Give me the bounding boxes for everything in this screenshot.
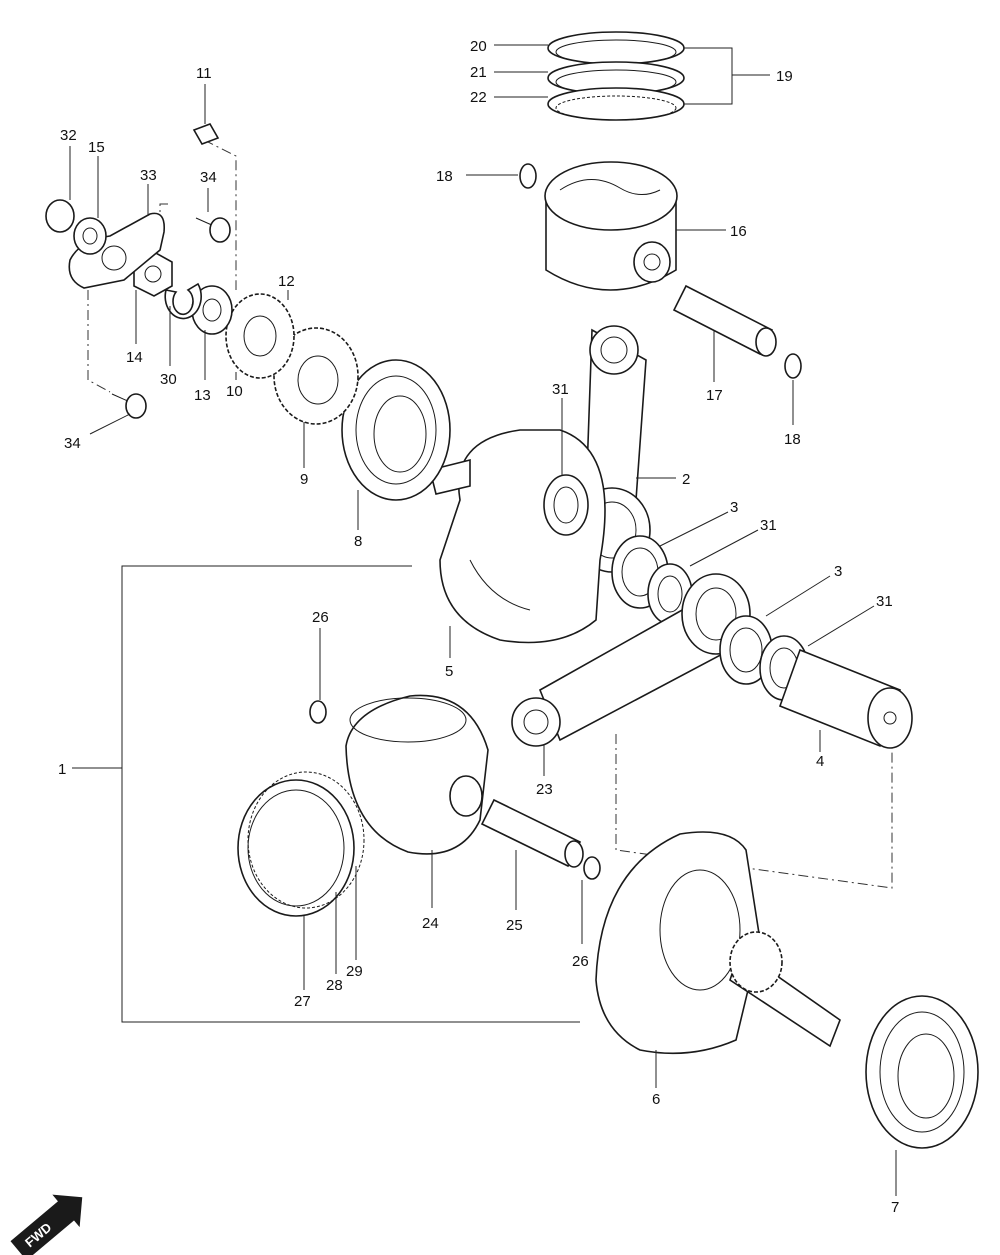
callout-24: 24 xyxy=(422,915,439,932)
callout-13: 13 xyxy=(194,387,211,404)
woodruff-key xyxy=(192,123,220,145)
callout-labels: 1 2 3 3 4 5 6 7 8 9 10 11 12 13 14 15 16… xyxy=(58,38,899,1216)
callout-12: 12 xyxy=(278,273,295,290)
callout-7: 7 xyxy=(891,1199,899,1216)
callout-34-lower: 34 xyxy=(64,435,81,452)
drive-gear xyxy=(273,327,359,425)
callout-27: 27 xyxy=(294,993,311,1010)
callout-16: 16 xyxy=(730,223,747,240)
cam-drive-sprocket xyxy=(225,293,295,379)
callout-5: 5 xyxy=(445,663,453,680)
callout-31-middle: 31 xyxy=(760,517,777,534)
callout-26-lower: 26 xyxy=(572,953,589,970)
circlip-lower-left xyxy=(309,700,327,724)
crank-web-left xyxy=(429,429,606,644)
callout-3-upper: 3 xyxy=(730,499,738,516)
crank-web-right xyxy=(595,831,841,1055)
callout-23: 23 xyxy=(536,781,553,798)
callout-14: 14 xyxy=(126,349,143,366)
alignment-lines xyxy=(87,139,893,889)
callout-4: 4 xyxy=(816,753,824,770)
callout-22: 22 xyxy=(470,89,487,106)
callout-3-lower: 3 xyxy=(834,563,842,580)
callout-33: 33 xyxy=(140,167,157,184)
fwd-direction-badge: FWD xyxy=(10,1194,83,1255)
screw-lower xyxy=(111,393,147,419)
callout-19: 19 xyxy=(776,68,793,85)
leader-lines xyxy=(69,44,897,1196)
callout-29: 29 xyxy=(346,963,363,980)
callout-9: 9 xyxy=(300,471,308,488)
callout-17: 17 xyxy=(706,387,723,404)
washer-hole xyxy=(202,298,222,322)
callout-31-lower: 31 xyxy=(876,593,893,610)
piston-pin-upper xyxy=(672,284,777,357)
hex-nut-hole xyxy=(144,265,162,283)
callout-20: 20 xyxy=(470,38,487,55)
callout-34-upper: 34 xyxy=(200,169,217,186)
callout-32: 32 xyxy=(60,127,77,144)
callout-10: 10 xyxy=(226,383,243,400)
callout-25: 25 xyxy=(506,917,523,934)
crank-pin xyxy=(778,648,913,749)
piston-rings-upper xyxy=(547,31,685,121)
callout-26-upper: 26 xyxy=(312,609,329,626)
callout-2: 2 xyxy=(682,471,690,488)
callout-18-upper: 18 xyxy=(436,168,453,185)
lock-washer xyxy=(164,282,202,320)
callout-28: 28 xyxy=(326,977,343,994)
assembly-bracket xyxy=(72,565,580,1023)
circlip-upper-left xyxy=(519,163,537,189)
main-bearing-right xyxy=(865,995,979,1149)
circlip-upper-right xyxy=(784,353,802,379)
callout-15: 15 xyxy=(88,139,105,156)
piston-rings-lower xyxy=(237,771,365,917)
collar xyxy=(73,217,107,255)
callout-31-upper: 31 xyxy=(552,381,569,398)
circlip-lower-right xyxy=(583,856,601,880)
screw-upper xyxy=(195,217,231,243)
callout-30: 30 xyxy=(160,371,177,388)
piston-pin-lower xyxy=(480,798,584,868)
cap xyxy=(45,199,75,233)
collar-hole xyxy=(82,227,98,245)
callout-11: 11 xyxy=(196,65,212,82)
callout-18-lower: 18 xyxy=(784,431,801,448)
piston-upper xyxy=(544,161,678,291)
piston-lower xyxy=(345,694,489,855)
thrust-washer-upper xyxy=(543,474,589,536)
callout-8: 8 xyxy=(354,533,362,550)
callout-6: 6 xyxy=(652,1091,660,1108)
main-bearing-left xyxy=(341,359,451,501)
callout-1: 1 xyxy=(58,761,66,778)
retaining-plate-hole xyxy=(101,245,127,271)
callout-21: 21 xyxy=(470,64,487,81)
